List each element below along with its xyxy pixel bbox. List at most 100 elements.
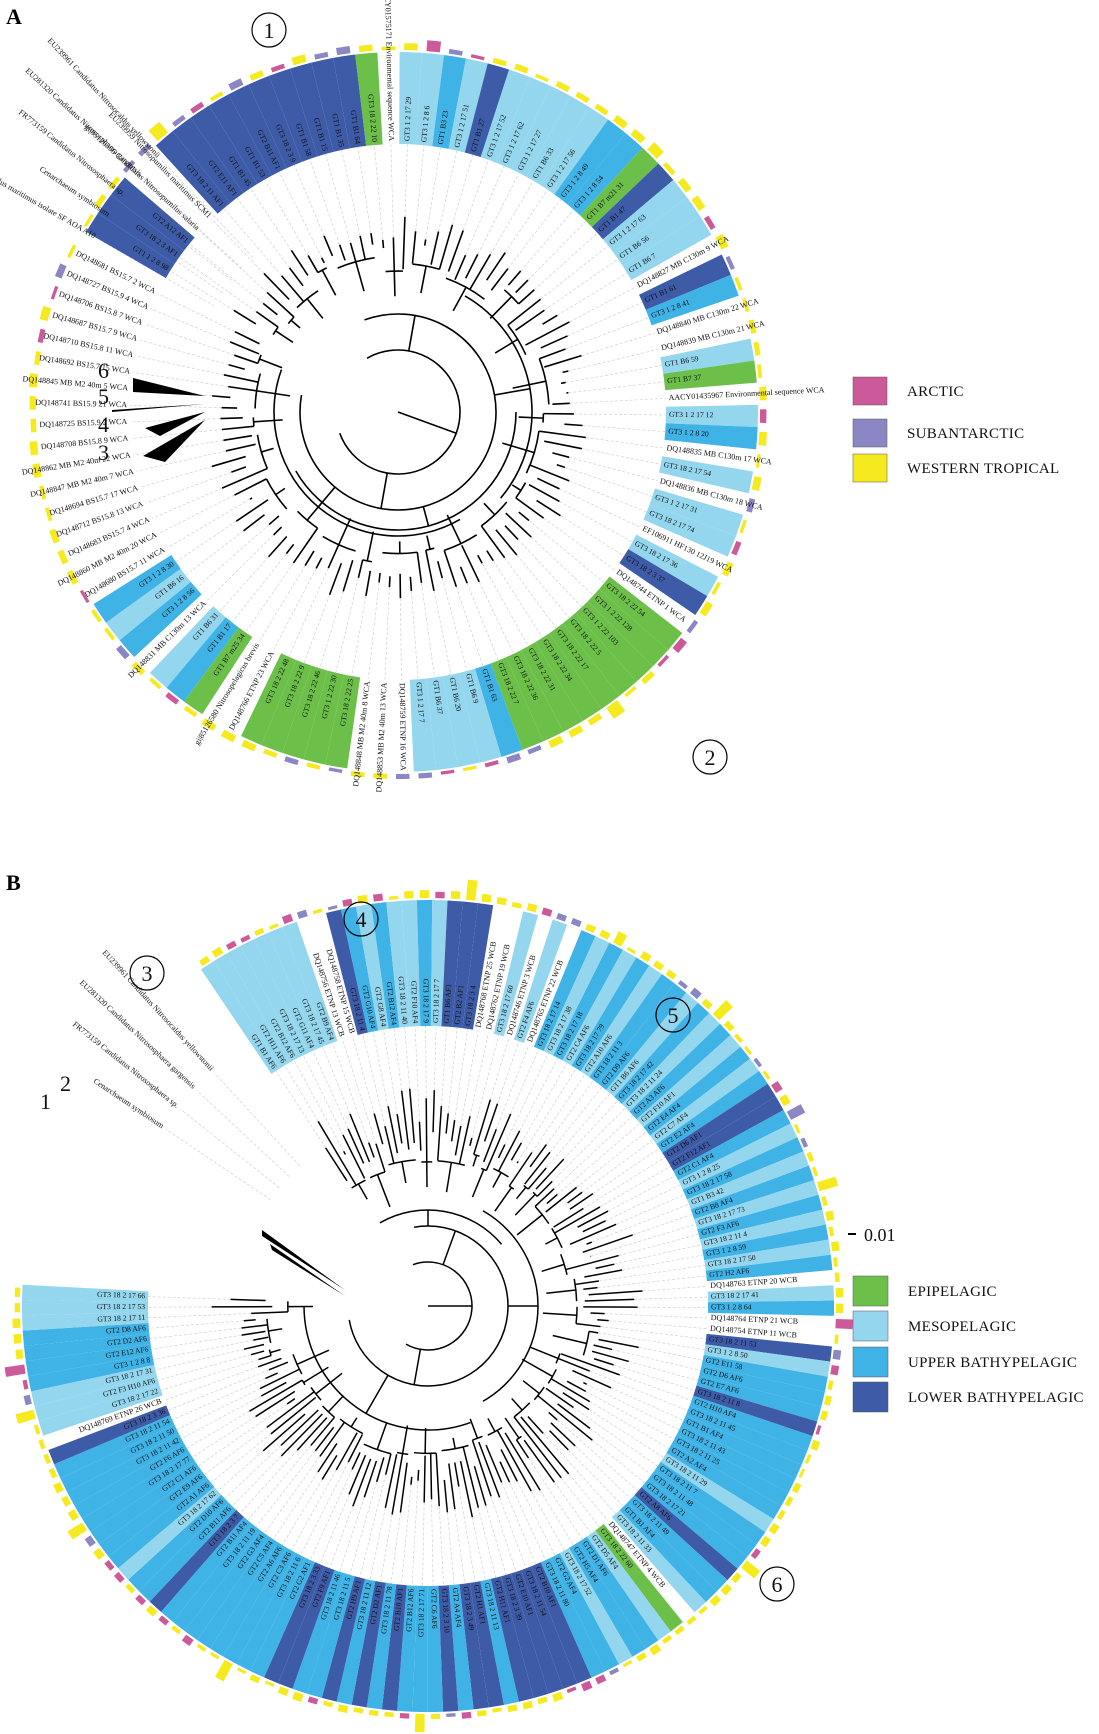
- guide-line: [383, 1029, 398, 1115]
- zone-band: [702, 1224, 829, 1261]
- region-bar: [701, 998, 713, 1010]
- guide-line: [447, 1512, 455, 1585]
- branch: [230, 1298, 266, 1302]
- region-bar: [372, 893, 384, 902]
- guide-line: [359, 1474, 386, 1578]
- branch: [281, 275, 305, 303]
- internal-arc: [388, 1159, 416, 1166]
- region-bar: [137, 143, 152, 157]
- zone-band: [521, 642, 583, 732]
- branch: [290, 250, 309, 276]
- region-bar: [762, 1070, 771, 1081]
- guide-line: [638, 1347, 703, 1361]
- backbone-branch: [422, 506, 430, 527]
- branch: [430, 231, 440, 265]
- zone-band: [307, 1573, 355, 1698]
- guide-line: [540, 245, 609, 300]
- branch: [255, 1390, 296, 1418]
- region-bar: [595, 1674, 607, 1685]
- region-bar: [165, 692, 180, 705]
- zone-band: [550, 1553, 620, 1672]
- zone-band: [589, 974, 675, 1084]
- region-bar: [570, 917, 582, 928]
- branch: [423, 239, 427, 246]
- branch: [542, 314, 558, 325]
- guide-line: [165, 1129, 271, 1201]
- region-bar: [746, 498, 756, 513]
- internal-branch: [303, 1366, 329, 1384]
- guide-line: [211, 219, 265, 274]
- guide-line: [390, 1512, 401, 1584]
- region-bar: [183, 705, 198, 718]
- guide-line: [521, 1062, 568, 1143]
- region-bar: [551, 1691, 564, 1702]
- zone-band: [289, 62, 334, 157]
- branch: [598, 1338, 639, 1349]
- internal-arc: [507, 324, 527, 355]
- guide-line: [160, 159, 254, 258]
- internal-branch: [487, 1418, 496, 1432]
- guide-line: [568, 1473, 609, 1521]
- zone-band: [629, 1023, 731, 1120]
- zone-band: [602, 180, 688, 253]
- guide-line: [573, 1407, 658, 1467]
- region-bar: [404, 43, 418, 51]
- guide-line: [155, 1348, 245, 1371]
- branch: [548, 1411, 558, 1421]
- region-bar: [791, 1482, 802, 1494]
- region-bar: [448, 49, 463, 56]
- region-bar: [353, 1707, 364, 1714]
- internal-branch: [275, 330, 294, 343]
- legend-lower-bathypelagic-label: LOWER BATHYPELAGIC: [908, 1390, 1084, 1406]
- panel-a-clade-5-label: 5: [98, 384, 109, 409]
- region-bar: [811, 1166, 819, 1177]
- region-bar: [612, 114, 629, 129]
- region-bar: [430, 1713, 441, 1719]
- guide-line: [148, 1313, 252, 1319]
- branch: [378, 572, 381, 583]
- guide-line: [517, 1068, 577, 1162]
- leaf-label: AACY01575171 Environmental sequence WCA: [383, 0, 396, 141]
- internal-arc: [369, 1171, 386, 1179]
- region-bar: [404, 890, 414, 899]
- internal-arc: [437, 1160, 465, 1166]
- branch: [453, 1462, 460, 1487]
- zone-band: [587, 589, 669, 667]
- branch: [525, 321, 570, 346]
- branch: [544, 354, 582, 368]
- guide-line: [438, 1506, 444, 1586]
- region-bar: [800, 1137, 809, 1148]
- branch: [228, 363, 245, 370]
- internal-arc: [363, 1443, 392, 1455]
- internal-arc: [534, 1205, 550, 1225]
- region-bar: [209, 91, 224, 102]
- leaf-label: GT1 B6 AF1: [442, 984, 454, 1024]
- branch: [255, 310, 279, 328]
- region-bar: [662, 162, 676, 176]
- region-bar: [548, 735, 564, 749]
- region-bar: [507, 1704, 518, 1713]
- leaf-label: GT3 1 2 17 7: [415, 682, 427, 723]
- guide-line: [264, 1456, 321, 1534]
- zone-band: [108, 1478, 215, 1569]
- guide-line: [132, 372, 229, 387]
- region-bar: [115, 644, 130, 660]
- region-bar: [739, 519, 747, 534]
- zone-band: [172, 1523, 261, 1632]
- region-bar: [284, 756, 299, 766]
- branch: [373, 1113, 384, 1145]
- branch: [221, 467, 268, 489]
- guide-line: [618, 1234, 699, 1256]
- internal-branch: [296, 1349, 330, 1366]
- guide-line: [210, 1433, 272, 1484]
- guide-line: [332, 1042, 369, 1143]
- backbone-branch: [494, 387, 531, 396]
- internal-branch: [492, 1172, 502, 1188]
- zone-band: [506, 650, 564, 742]
- guide-line: [542, 1433, 617, 1514]
- branch: [425, 550, 435, 592]
- zone-band: [184, 1530, 269, 1641]
- branch: [507, 270, 522, 286]
- branch: [524, 1151, 551, 1185]
- region-bar: [804, 1454, 812, 1465]
